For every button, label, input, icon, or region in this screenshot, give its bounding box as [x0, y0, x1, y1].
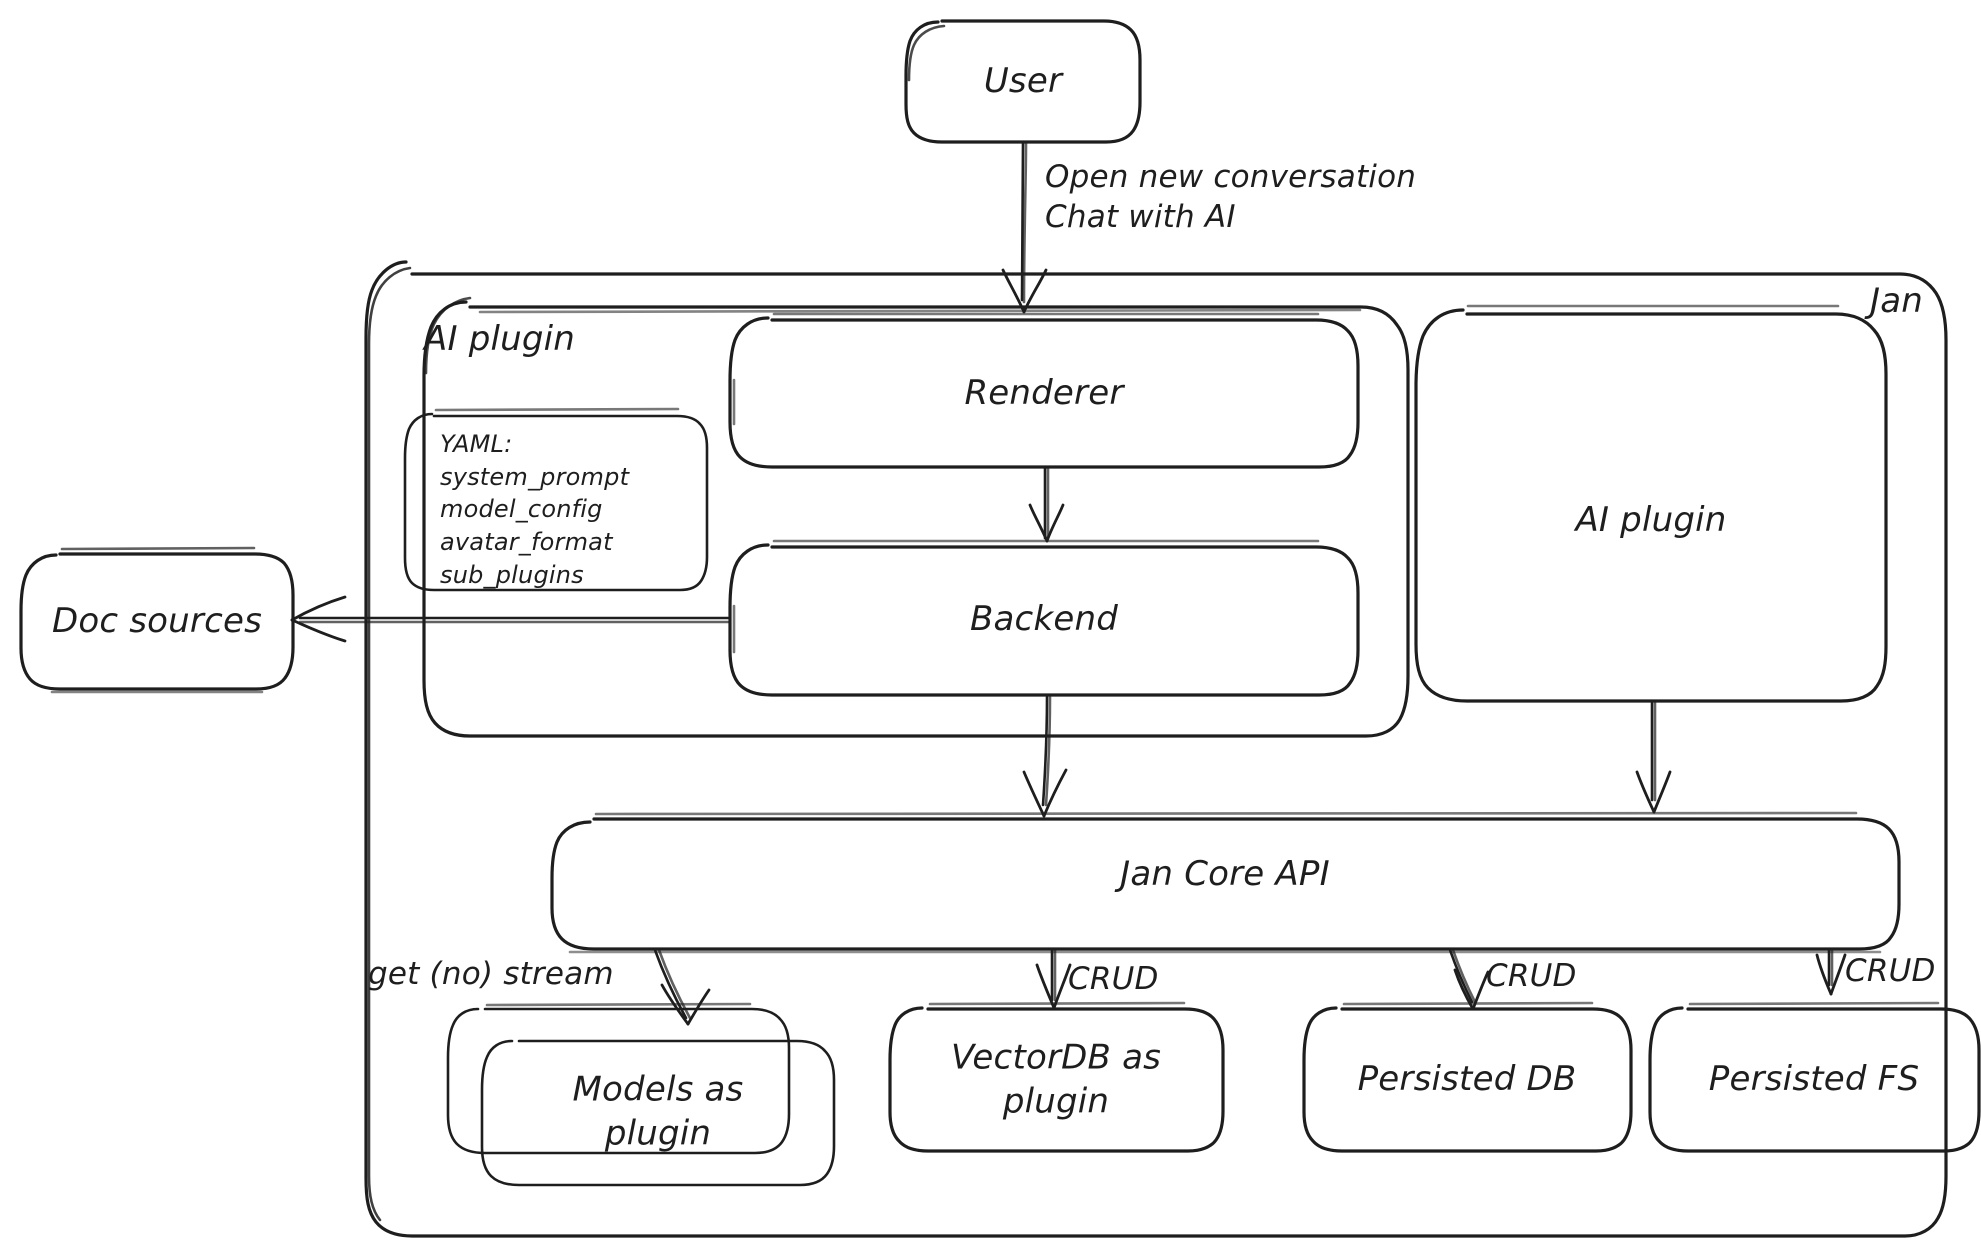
user-label: User — [983, 61, 1063, 102]
ai-plugin-group-label: AI plugin — [424, 319, 576, 359]
doc-sources-label: Doc sources — [51, 601, 263, 642]
ai-plugin-right-box-shape — [1414, 304, 1888, 703]
edge-label-crud-persisted-fs: CRUD — [1845, 953, 1936, 989]
jan-container-label: Jan — [1870, 281, 1924, 321]
backend-label: Backend — [970, 599, 1118, 640]
edge-label-get-no-stream: get (no) stream — [368, 956, 614, 992]
yaml-note-text: YAML: system_prompt model_config avatar_… — [440, 428, 629, 591]
jan-core-api-box-shape — [550, 811, 1901, 954]
edge-user-to-renderer — [1001, 141, 1048, 314]
edge-core-to-models — [653, 948, 711, 1026]
models-as-plugin-label: Models as plugin — [572, 1069, 744, 1153]
persisted-fs-box-shape — [1648, 1001, 1981, 1153]
models-as-plugin-box-shape — [446, 1002, 836, 1187]
edge-label-text: Open new conversation Chat with AI — [1045, 159, 1417, 235]
edge-core-to-vectordb — [1035, 948, 1072, 1010]
ai-plugin-group-shape — [422, 296, 1410, 738]
persisted-db-label: Persisted DB — [1357, 1059, 1577, 1100]
renderer-box-shape — [728, 312, 1360, 469]
edge-core-to-persisted-fs — [1815, 948, 1847, 996]
edge-backend-to-doc-sources — [290, 595, 730, 643]
vectordb-as-plugin-label: VectorDB as plugin — [950, 1037, 1162, 1121]
jan-core-api-label: Jan Core API — [1120, 854, 1330, 895]
edge-label-open-new-conversation: Open new conversation Chat with AI — [1045, 158, 1416, 237]
user-box-shape — [904, 19, 1142, 144]
renderer-label: Renderer — [964, 373, 1124, 414]
edge-core-to-persisted-db — [1448, 948, 1490, 1011]
persisted-db-box-shape — [1302, 1001, 1633, 1153]
edge-label-crud-vectordb: CRUD — [1068, 961, 1159, 997]
doc-sources-box-shape — [19, 546, 295, 694]
jan-container-shape — [364, 260, 1948, 1238]
edge-label-crud-persisted-db: CRUD — [1486, 958, 1577, 994]
yaml-note-shape — [403, 407, 709, 592]
ai-plugin-right-label: AI plugin — [1575, 500, 1727, 541]
edge-ai-plugin-to-core — [1635, 701, 1672, 814]
edge-backend-to-core — [1022, 695, 1068, 818]
yaml-note-lines: YAML: system_prompt model_config avatar_… — [440, 430, 630, 589]
persisted-fs-label: Persisted FS — [1708, 1059, 1920, 1100]
edge-renderer-to-backend — [1028, 466, 1065, 543]
